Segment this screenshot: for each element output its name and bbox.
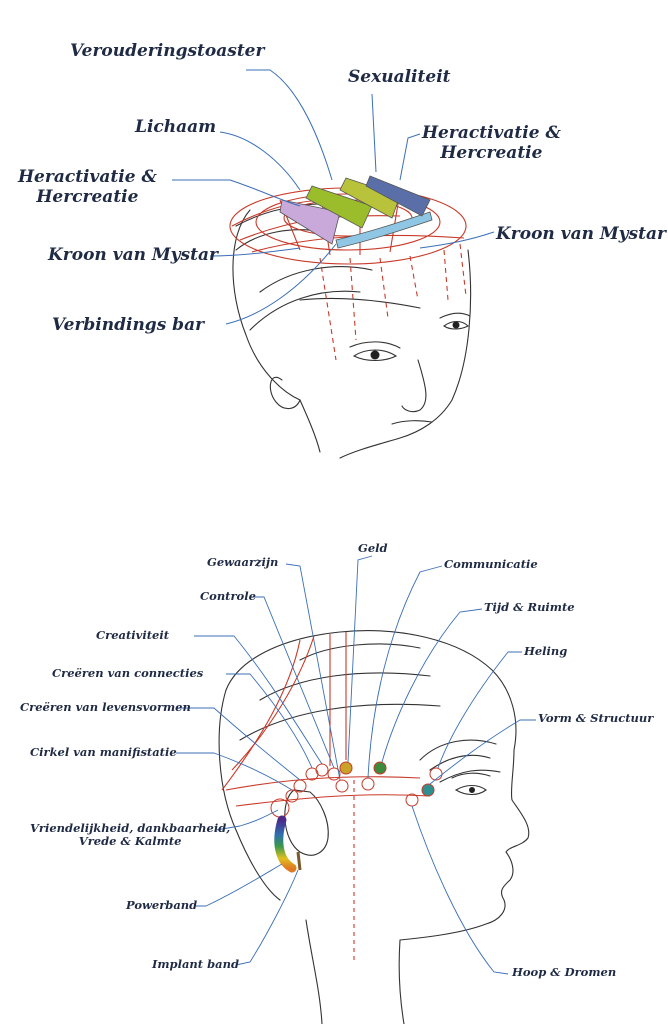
bottom-points: [270, 761, 443, 818]
point-hoop-dromen: [405, 793, 419, 807]
meridian-band-2: [235, 794, 431, 807]
top-neck: [299, 399, 321, 453]
label-kroon-right: Kroon van Mystar: [496, 224, 666, 244]
label-heling: Heling: [524, 644, 568, 658]
top-left-eye: [352, 349, 398, 362]
leader-implant: [235, 869, 299, 966]
top-face-outline: [339, 249, 472, 459]
top-nose: [401, 359, 427, 413]
label-vorm-structuur: Vorm & Structuur: [538, 711, 654, 725]
point-vorm-structuur: [421, 783, 435, 797]
label-geld: Geld: [358, 541, 388, 555]
leader-heractivatie-right: [399, 133, 421, 181]
label-lichaam: Lichaam: [135, 117, 217, 137]
point-creativiteit: [315, 763, 329, 777]
leader-vriendelijkheid: [215, 809, 279, 831]
bottom-eye: [454, 784, 487, 796]
label-vriendelijkheid-line1: Vriendelijkheid, dankbaarheid,: [30, 821, 231, 835]
point-gewaarzijn: [335, 779, 349, 793]
bottom-back-head: [218, 689, 281, 901]
implant-band: [296, 851, 302, 871]
leader-tijd-ruimte: [381, 608, 483, 763]
label-heractivatie-right-line1: Heractivatie &: [422, 123, 561, 143]
top-leader-lines: [172, 69, 495, 325]
leader-heling: [437, 651, 522, 769]
label-heractivatie-right: Heractivatie & Hercreatie: [422, 123, 561, 163]
leader-lichaam: [219, 131, 301, 191]
label-gewaarzijn: Gewaarzijn: [207, 555, 279, 569]
leader-heractivatie-left: [172, 179, 301, 207]
top-mouth: [391, 420, 433, 425]
leader-sexualiteit: [371, 93, 377, 173]
bottom-head-drawing: [218, 630, 530, 1024]
label-verbindings: Verbindings bar: [52, 315, 205, 335]
leader-geld: [347, 555, 373, 763]
point-geld: [339, 761, 353, 775]
leader-hoop-dromen: [411, 805, 509, 975]
label-vriendelijkheid-line2: Vrede & Kalmte: [78, 834, 182, 849]
bottom-pupil: [469, 787, 475, 793]
label-powerband: Powerband: [126, 898, 198, 912]
point-tijd-ruimte: [373, 761, 387, 775]
leader-powerband: [194, 863, 283, 907]
top-head-outline: [232, 209, 301, 401]
label-sexualiteit: Sexualiteit: [348, 67, 451, 87]
meridian-curve-2: [221, 639, 301, 791]
label-communicatie: Communicatie: [444, 557, 538, 571]
leader-communicatie: [367, 565, 443, 779]
leader-connecties: [226, 673, 313, 769]
top-right-pupil: [452, 321, 460, 329]
label-tijd-ruimte: Tijd & Ruimte: [484, 600, 575, 614]
point-vriendelijkheid: [270, 798, 290, 818]
point-heling: [429, 767, 443, 781]
label-creativiteit: Creativiteit: [96, 628, 170, 642]
bottom-skull-outline: [225, 630, 517, 751]
meridian-band-1: [225, 776, 421, 791]
top-bars: [279, 175, 433, 249]
bar-verbindings: [335, 211, 433, 249]
label-kroon-left: Kroon van Mystar: [48, 245, 218, 265]
bottom-meridian-lines: [221, 632, 431, 960]
point-communicatie: [361, 777, 375, 791]
bottom-neck: [305, 919, 405, 1024]
top-ear: [269, 376, 301, 410]
label-implant-band: Implant band: [152, 957, 239, 971]
face-meridians: [319, 243, 467, 361]
bottom-hair-fringe: [239, 643, 501, 783]
label-hoop-dromen: Hoop & Dromen: [512, 965, 617, 979]
leader-creativiteit: [194, 635, 323, 765]
label-heractivatie-right-line2: Hercreatie: [440, 142, 543, 163]
leader-cirkel: [176, 752, 293, 791]
top-right-eye: [443, 320, 469, 330]
leader-verouderingstoaster: [246, 69, 333, 181]
label-heractivatie-left-line1: Heractivatie &: [18, 167, 157, 187]
leader-kroon-left: [209, 247, 301, 257]
label-creeren-levensvormen: Creëren van levensvormen: [20, 700, 191, 714]
leader-levensvormen: [176, 707, 301, 781]
top-left-eyebrow: [349, 341, 401, 349]
bottom-eyebrow: [451, 772, 491, 779]
bar-heractivatie: [365, 175, 431, 217]
label-heractivatie-left-line2: Hercreatie: [36, 186, 139, 207]
meridian-curve-1: [231, 635, 315, 771]
bar-lichaam: [279, 199, 341, 245]
leader-kroon-right: [419, 231, 495, 249]
leader-controle: [250, 596, 335, 769]
label-cirkel-manifistatie: Cirkel van manifistatie: [30, 745, 177, 759]
leader-verbindings: [225, 243, 337, 325]
label-controle: Controle: [200, 589, 256, 603]
leader-vorm-structuur: [429, 719, 536, 785]
label-vriendelijkheid: Vriendelijkheid, dankbaarheid, Vrede & K…: [30, 821, 231, 849]
label-creeren-connecties: Creëren van connecties: [52, 666, 204, 680]
powerband: [274, 815, 297, 873]
bottom-leader-lines: [176, 555, 536, 975]
top-right-eyebrow: [439, 312, 471, 319]
leader-gewaarzijn: [285, 563, 341, 781]
bottom-face-profile: [399, 749, 530, 941]
label-verouderingstoaster: Verouderingstoaster: [70, 41, 265, 61]
bar-verouderingstoaster: [305, 185, 373, 229]
label-heractivatie-left: Heractivatie & Hercreatie: [18, 167, 157, 207]
top-left-pupil: [370, 350, 380, 360]
